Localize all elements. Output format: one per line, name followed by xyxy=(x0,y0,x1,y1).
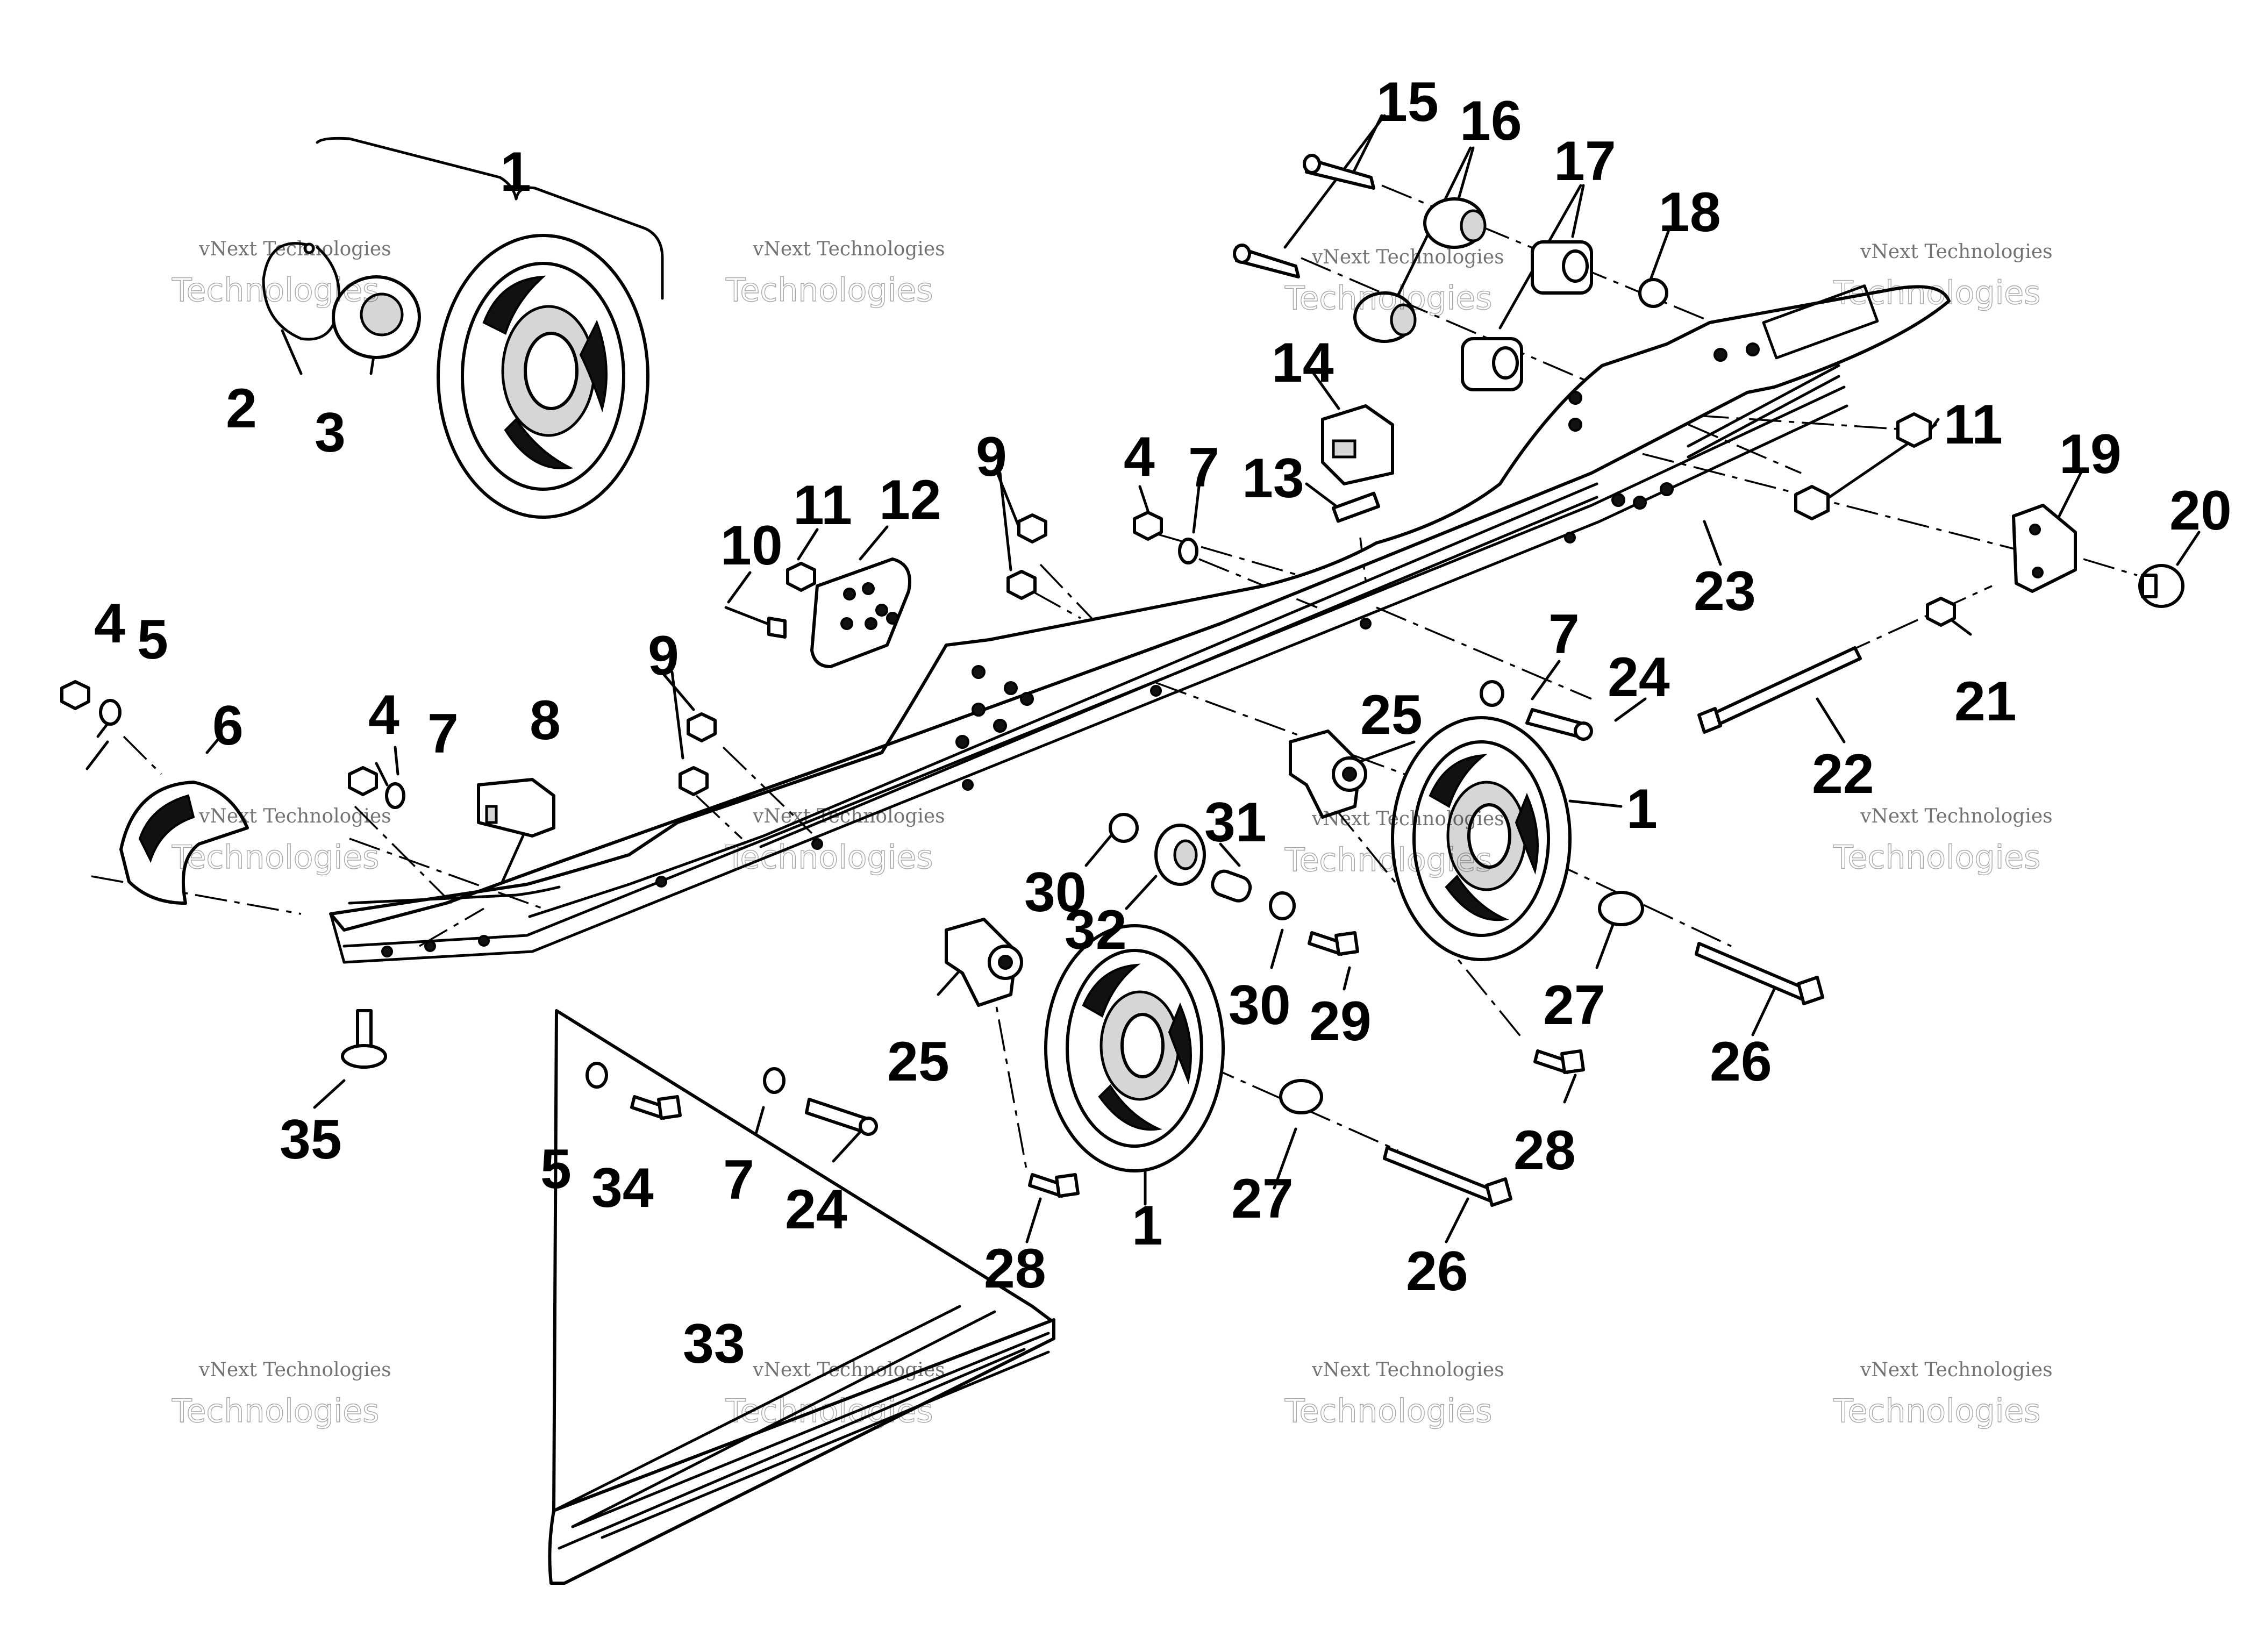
svg-text:Technologies: Technologies xyxy=(725,839,933,876)
svg-text:vNext Technologies: vNext Technologies xyxy=(1311,808,1504,830)
callout-8: 8 xyxy=(530,689,561,752)
wear-strip xyxy=(548,1009,1055,1585)
svg-text:vNext Technologies: vNext Technologies xyxy=(752,238,945,260)
callout-9-left: 9 xyxy=(648,625,679,687)
callout-13: 13 xyxy=(1242,447,1304,510)
idler-wheel-right xyxy=(1391,716,1572,961)
callout-24-right: 24 xyxy=(1608,646,1670,709)
callout-30-right: 30 xyxy=(1229,974,1291,1036)
callout-4-mid: 4 xyxy=(368,684,399,746)
callout-5-bottom: 5 xyxy=(540,1138,572,1200)
callout-25-left: 25 xyxy=(887,1031,949,1093)
svg-text:vNext Technologies: vNext Technologies xyxy=(1860,805,2053,827)
callout-4-right: 4 xyxy=(1124,426,1155,488)
snap-ring xyxy=(262,242,340,341)
callout-29: 29 xyxy=(1309,990,1372,1053)
svg-text:Technologies: Technologies xyxy=(172,839,379,876)
svg-text:vNext Technologies: vNext Technologies xyxy=(198,238,391,260)
svg-text:vNext Technologies: vNext Technologies xyxy=(752,805,945,827)
svg-text:Technologies: Technologies xyxy=(1833,1392,2040,1430)
callout-23: 23 xyxy=(1694,560,1756,623)
callout-12: 12 xyxy=(879,469,941,531)
svg-text:vNext Technologies: vNext Technologies xyxy=(198,1359,391,1381)
callout-3: 3 xyxy=(315,402,346,464)
leader-lines xyxy=(85,114,2201,1410)
callout-7-bottom: 7 xyxy=(723,1149,754,1211)
callout-32: 32 xyxy=(1065,899,1127,961)
callout-7-mid: 7 xyxy=(427,703,459,765)
callout-17: 17 xyxy=(1554,130,1616,192)
callout-27-bottom: 27 xyxy=(1231,1168,1294,1230)
svg-text:Technologies: Technologies xyxy=(1833,839,2040,876)
callout-15: 15 xyxy=(1376,71,1439,133)
callout-5-left: 5 xyxy=(137,609,168,671)
rail-body xyxy=(329,285,1951,932)
svg-text:vNext Technologies: vNext Technologies xyxy=(1311,246,1504,268)
callout-28-right: 28 xyxy=(1513,1119,1576,1182)
callout-28-bottom: 28 xyxy=(984,1238,1046,1300)
callout-1-bottom: 1 xyxy=(1132,1195,1163,1257)
kit-bracket xyxy=(316,137,664,300)
watermarks: vNext Technologies Technologies vNext Te… xyxy=(171,238,2053,1431)
svg-text:Technologies: Technologies xyxy=(725,1392,933,1430)
svg-text:vNext Technologies: vNext Technologies xyxy=(1860,241,2053,263)
callout-22: 22 xyxy=(1812,743,1874,805)
callout-26-bottom: 26 xyxy=(1406,1240,1468,1303)
svg-text:Technologies: Technologies xyxy=(172,1392,379,1430)
svg-text:Technologies: Technologies xyxy=(172,271,379,309)
callout-11-right: 11 xyxy=(1944,394,2003,456)
callout-11-left: 11 xyxy=(793,474,852,537)
svg-text:Technologies: Technologies xyxy=(725,271,933,309)
callout-20: 20 xyxy=(2169,480,2232,542)
svg-text:Technologies: Technologies xyxy=(1284,841,1492,879)
callout-7-top: 7 xyxy=(1188,437,1219,499)
callout-25-right: 25 xyxy=(1360,684,1423,746)
callout-4-left: 4 xyxy=(94,592,125,655)
callout-21: 21 xyxy=(1954,670,2017,733)
svg-text:vNext Technologies: vNext Technologies xyxy=(198,805,391,827)
svg-text:Technologies: Technologies xyxy=(1833,274,2040,312)
callout-31: 31 xyxy=(1204,791,1267,854)
svg-text:vNext Technologies: vNext Technologies xyxy=(1860,1359,2053,1381)
callout-26-right: 26 xyxy=(1710,1031,1772,1093)
wear-strip-body xyxy=(548,1318,1055,1585)
svg-text:vNext Technologies: vNext Technologies xyxy=(752,1359,945,1381)
callout-1-right: 1 xyxy=(1626,778,1658,840)
callout-35: 35 xyxy=(280,1109,342,1171)
small-parts xyxy=(60,154,2184,1207)
svg-text:Technologies: Technologies xyxy=(1284,1392,1492,1430)
callout-34: 34 xyxy=(591,1157,654,1219)
callout-14: 14 xyxy=(1272,332,1334,394)
callout-6: 6 xyxy=(212,695,244,757)
callout-2: 2 xyxy=(226,377,257,440)
callout-16: 16 xyxy=(1460,90,1522,152)
callout-9-right: 9 xyxy=(976,426,1007,488)
idler-wheel-kit xyxy=(437,234,649,519)
callout-30-left: 30 xyxy=(1024,861,1087,924)
callout-19: 19 xyxy=(2059,423,2122,485)
front-cap xyxy=(119,781,249,905)
callout-18: 18 xyxy=(1659,181,1721,244)
idler-wheel-bottom xyxy=(1044,924,1225,1172)
callout-10: 10 xyxy=(720,514,783,577)
callout-33: 33 xyxy=(683,1313,745,1375)
svg-text:Technologies: Technologies xyxy=(1284,280,1492,317)
callout-7-right: 7 xyxy=(1548,603,1580,666)
callout-24-bottom: 24 xyxy=(785,1178,847,1241)
callout-labels: 1 2 3 4 5 6 4 7 8 9 10 11 12 9 4 7 13 14… xyxy=(94,71,2232,1375)
callout-1-kit: 1 xyxy=(500,141,531,203)
callout-27-right: 27 xyxy=(1543,974,1605,1036)
slide-rail xyxy=(329,284,1951,964)
svg-text:vNext Technologies: vNext Technologies xyxy=(1311,1359,1504,1381)
